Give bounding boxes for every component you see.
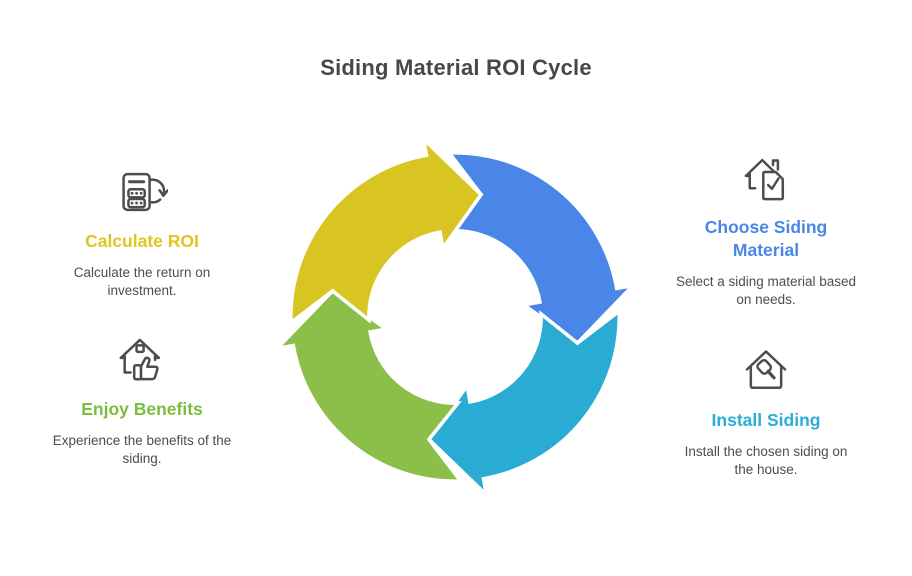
cycle-arrow-enjoy	[272, 288, 465, 483]
step-description: Calculate the return on investment.	[73, 265, 211, 298]
house-hammer-icon	[666, 345, 866, 397]
step-choose-siding-material: Choose Siding Material Select a siding m…	[666, 152, 866, 309]
step-description: Select a siding material based on needs.	[675, 274, 857, 307]
cycle-arrow-install	[426, 307, 621, 500]
step-description: Install the chosen siding on the house.	[684, 444, 848, 477]
step-enjoy-benefits: Enjoy Benefits Experience the benefits o…	[42, 334, 242, 468]
house-checklist-icon	[666, 152, 866, 204]
cycle-arrow-choose	[445, 151, 638, 346]
cycle-arrow-calculate	[289, 134, 484, 327]
step-title: Install Siding	[711, 410, 821, 430]
step-description: Experience the benefits of the siding.	[52, 433, 232, 466]
page-title: Siding Material ROI Cycle	[320, 55, 592, 80]
calculator-sync-icon	[42, 166, 242, 218]
step-title: Choose Siding Material	[704, 217, 828, 260]
step-title: Enjoy Benefits	[81, 399, 203, 419]
step-install-siding: Install Siding Install the chosen siding…	[666, 345, 866, 479]
roi-cycle-diagram	[272, 134, 638, 500]
step-calculate-roi: Calculate ROI Calculate the return on in…	[42, 166, 242, 300]
step-title: Calculate ROI	[85, 231, 199, 251]
house-thumbs-up-icon	[42, 334, 242, 386]
